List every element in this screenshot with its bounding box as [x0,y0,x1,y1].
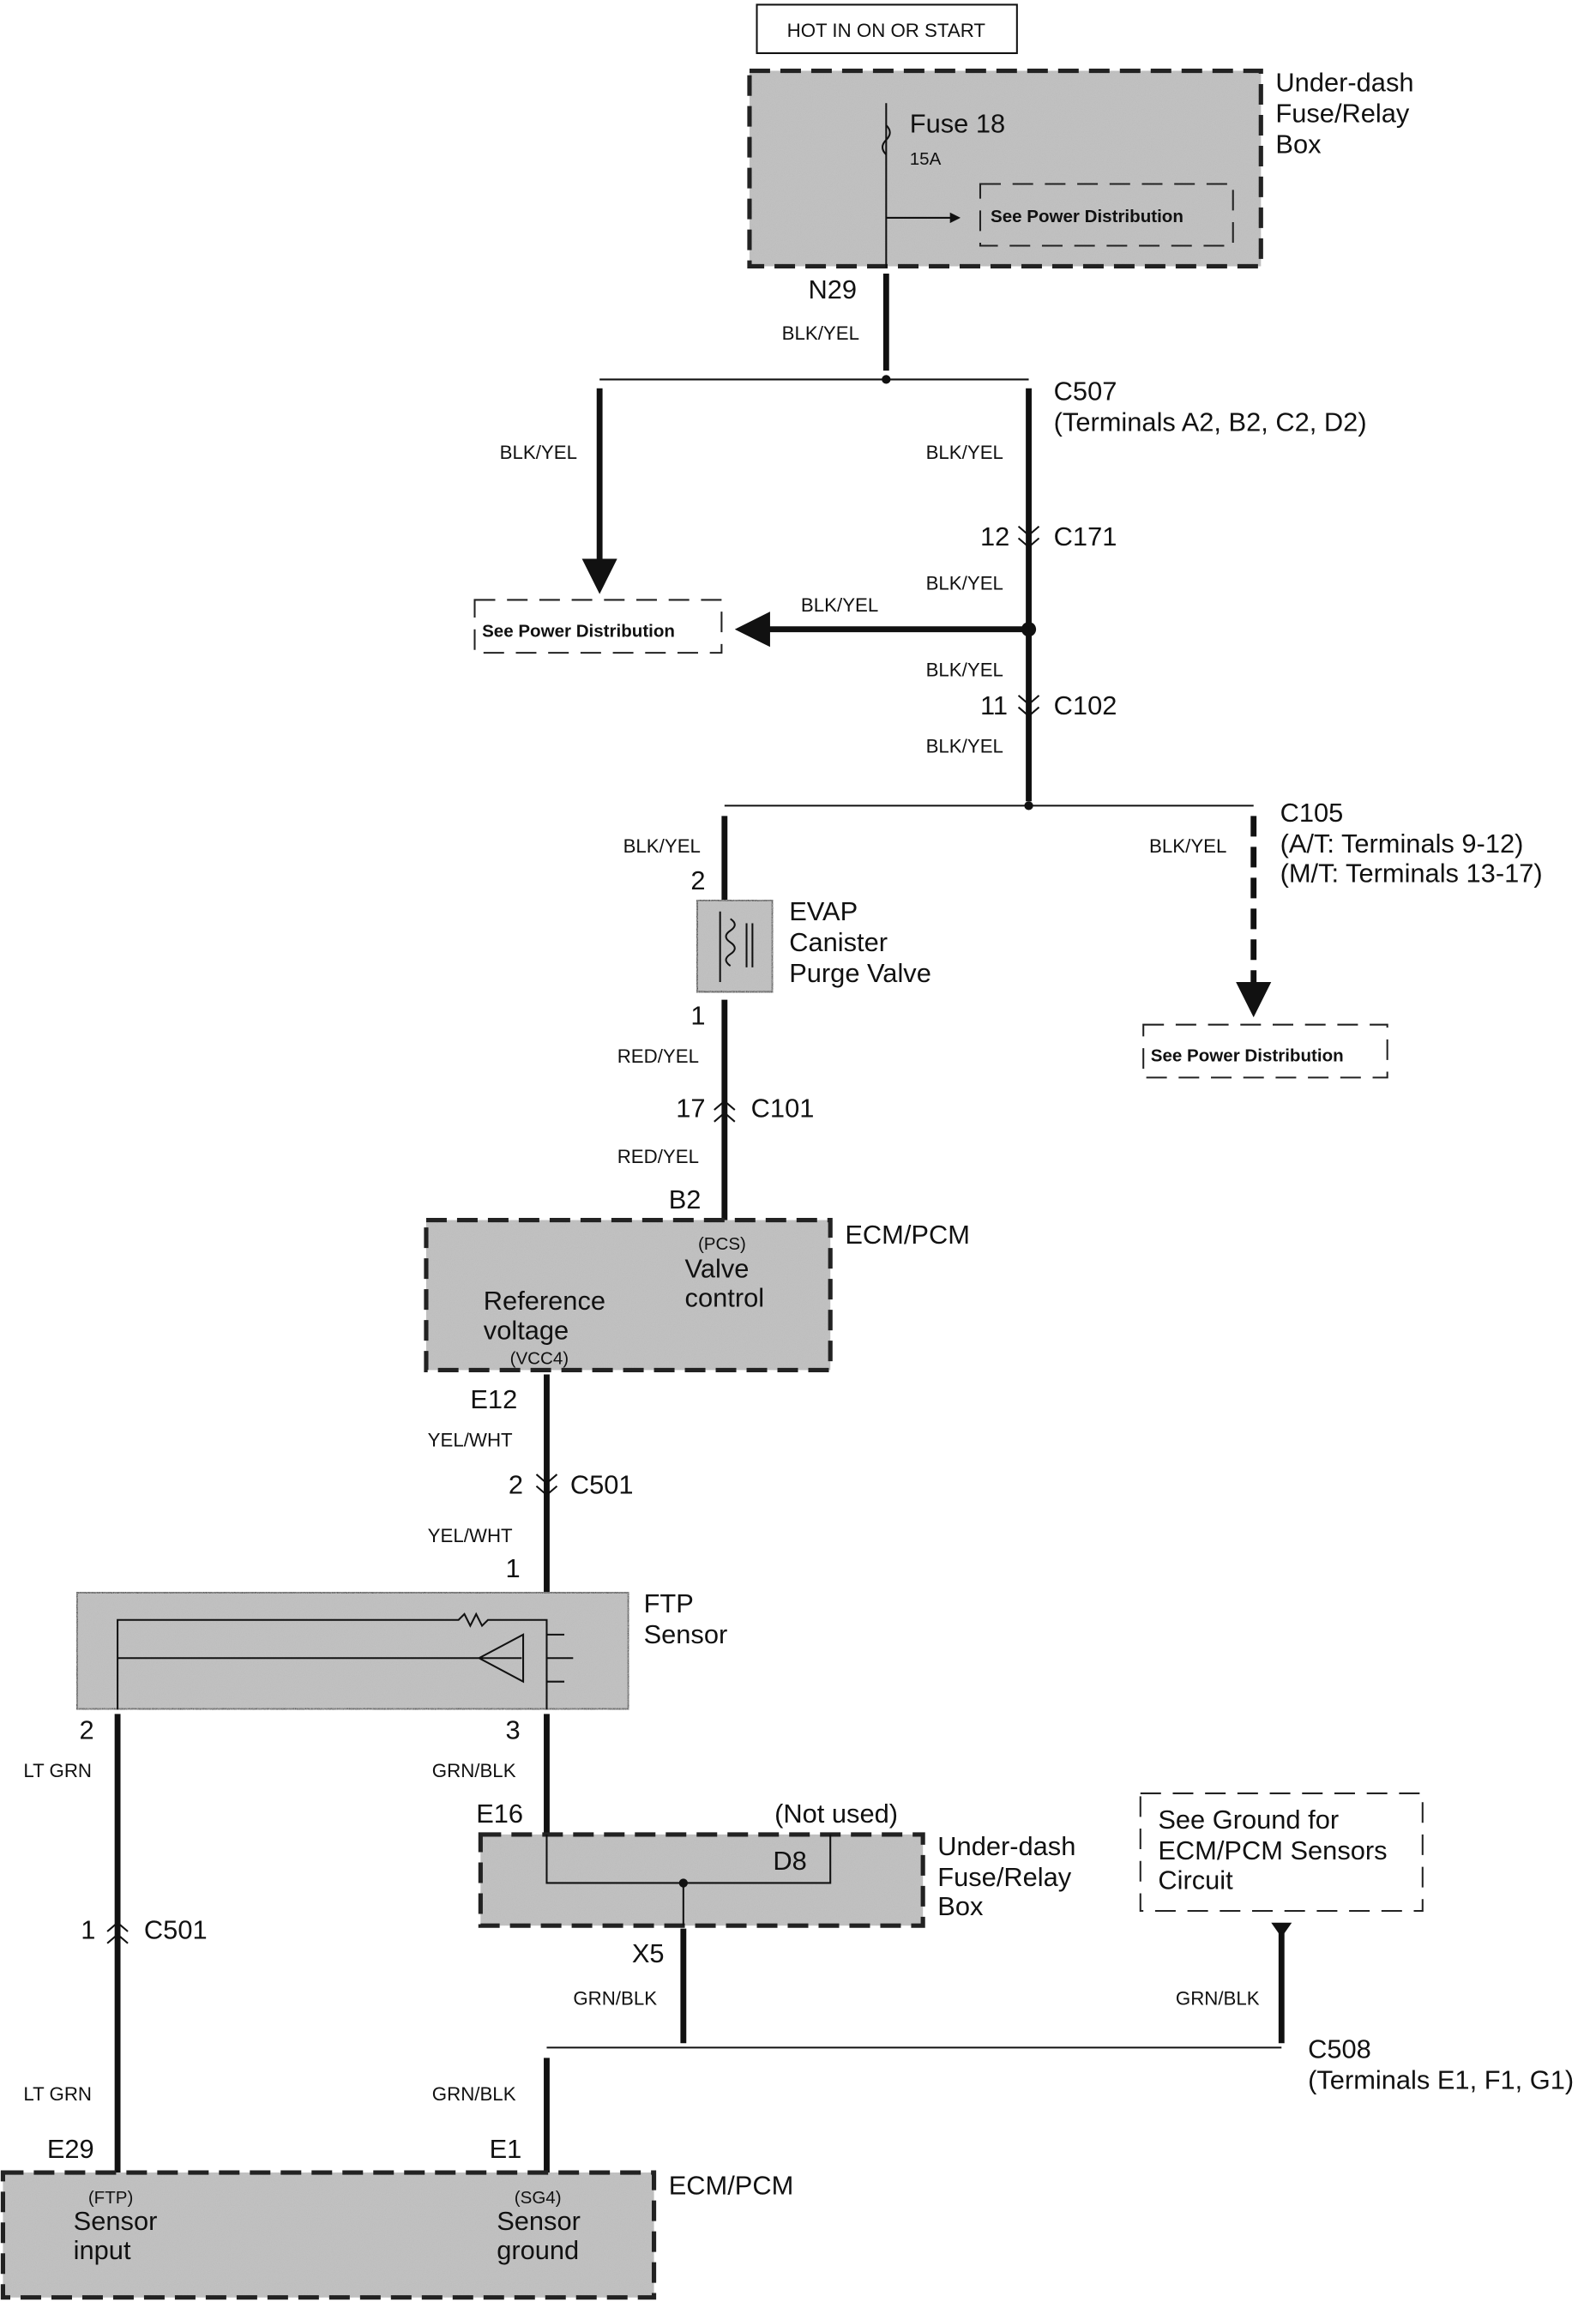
svg-text:voltage: voltage [484,1315,569,1345]
ftp-pin: 1 [505,1553,520,1583]
svg-text:Valve: Valve [685,1253,750,1283]
solenoid-icon [719,911,736,983]
evap-name: Purge Valve [789,958,931,988]
wire-color: LT GRN [23,1760,92,1781]
c105-terminals: (M/T: Terminals 13-17) [1280,858,1543,888]
wire-color: GRN/BLK [432,1760,516,1781]
hot-label: HOT IN ON OR START [787,20,986,41]
connector-c508: C508 [1308,2034,1371,2064]
svg-text:(PCS): (PCS) [698,1234,746,1254]
svg-text:(FTP): (FTP) [88,2188,134,2208]
fuse-box-pin: X5 [632,1938,665,1968]
connector-c101: C101 [751,1094,815,1124]
see-ground-link[interactable]: ECM/PCM Sensors [1158,1835,1387,1865]
wire-color: LT GRN [23,2083,92,2105]
wire-color: BLK/YEL [782,322,859,344]
fuse-icon [882,124,891,155]
fuse-relay-box-top: Fuse 18 15A See Power Distribution [747,68,1263,269]
see-power-link-right[interactable]: See Power Distribution [1151,1046,1344,1066]
ecm-pin: B2 [669,1184,702,1214]
c507-terminals: (Terminals A2, B2, C2, D2) [1054,407,1367,437]
see-power-link-left[interactable]: See Power Distribution [482,621,675,641]
c501-pin: 2 [509,1469,523,1499]
svg-text:(SG4): (SG4) [515,2188,562,2208]
connector-c501: C501 [570,1469,634,1499]
wire-color: BLK/YEL [926,660,1003,681]
svg-text:ground: ground [497,2235,579,2265]
connector-c102: C102 [1054,690,1117,720]
c105-terminals: (A/T: Terminals 9-12) [1280,829,1524,859]
wire-color: BLK/YEL [1149,835,1226,857]
svg-text:Reference: Reference [484,1286,605,1316]
ftp-name: FTP [644,1588,694,1618]
wire-color: YEL/WHT [428,1525,513,1546]
wire-color: YEL/WHT [428,1430,513,1451]
ftp-pin: 2 [80,1715,94,1745]
c501-pin: 1 [81,1915,95,1945]
ecm-pcm-bottom: (FTP) Sensor input (SG4) Sensor ground [0,2170,657,2300]
see-power-link-top[interactable]: See Power Distribution [991,207,1183,226]
wire-color: BLK/YEL [801,594,878,616]
wire-color: BLK/YEL [623,835,701,857]
connector-n29: N29 [808,274,857,304]
connector-c171: C171 [1054,521,1117,551]
wire-color: GRN/BLK [432,2083,516,2105]
wire-color: RED/YEL [617,1046,699,1067]
c102-pin: 11 [980,690,1008,720]
wire-color: GRN/BLK [1176,1988,1260,2010]
ecm-pin: E29 [47,2134,94,2164]
fuse-label: Fuse 18 [910,109,1005,139]
fuse-rating: 15A [910,149,942,169]
svg-text:D8: D8 [773,1846,806,1876]
fuse-box-name: Under-dash [1275,68,1413,98]
wire-color: BLK/YEL [500,442,577,463]
ecm-pin: E1 [490,2134,522,2164]
ftp-name: Sensor [644,1619,728,1649]
fuse-box-pin: E16 [476,1799,523,1829]
evap-purge-valve [695,898,775,994]
evap-name: EVAP [789,896,858,926]
wire-color: BLK/YEL [926,442,1003,463]
fuse-box-name: Box [1275,130,1322,160]
svg-text:Sensor: Sensor [497,2206,581,2236]
evap-pin: 1 [690,1001,705,1031]
fuse-box-name: Fuse/Relay [937,1862,1072,1892]
connector-c105: C105 [1280,798,1344,828]
ecm-pin: E12 [470,1384,517,1414]
c508-terminals: (Terminals E1, F1, G1) [1308,2064,1574,2094]
fuse-box-name: Under-dash [937,1831,1075,1861]
see-ground-link[interactable]: See Ground for [1158,1805,1339,1835]
evap-pin: 2 [690,865,705,895]
ecm-name: ECM/PCM [845,1220,970,1250]
fuse-relay-box-bottom: D8 [478,1832,925,1928]
hot-label-box [756,3,1018,55]
fuse-box-name: Fuse/Relay [1275,99,1410,129]
fuse-box-name: Box [937,1891,984,1921]
wire-color: GRN/BLK [573,1988,657,2010]
ecm-name: ECM/PCM [669,2171,794,2201]
svg-text:Sensor: Sensor [74,2206,158,2236]
c171-pin: 12 [980,521,1009,551]
not-used-label: (Not used) [774,1799,898,1829]
ecm-pcm-top: (PCS) Valve control Reference voltage (V… [424,1218,833,1372]
wire-color: RED/YEL [617,1146,699,1167]
wire-color: BLK/YEL [926,572,1003,594]
c101-pin: 17 [676,1094,705,1124]
svg-text:control: control [685,1283,765,1313]
svg-text:(VCC4): (VCC4) [510,1349,569,1369]
connector-c501: C501 [144,1915,208,1945]
ftp-sensor [75,1590,631,1711]
connector-c507: C507 [1054,376,1117,406]
wire-color: BLK/YEL [926,736,1003,757]
see-ground-link[interactable]: Circuit [1158,1865,1233,1895]
evap-name: Canister [789,927,888,957]
svg-text:input: input [74,2235,131,2265]
ftp-pin: 3 [505,1715,520,1745]
